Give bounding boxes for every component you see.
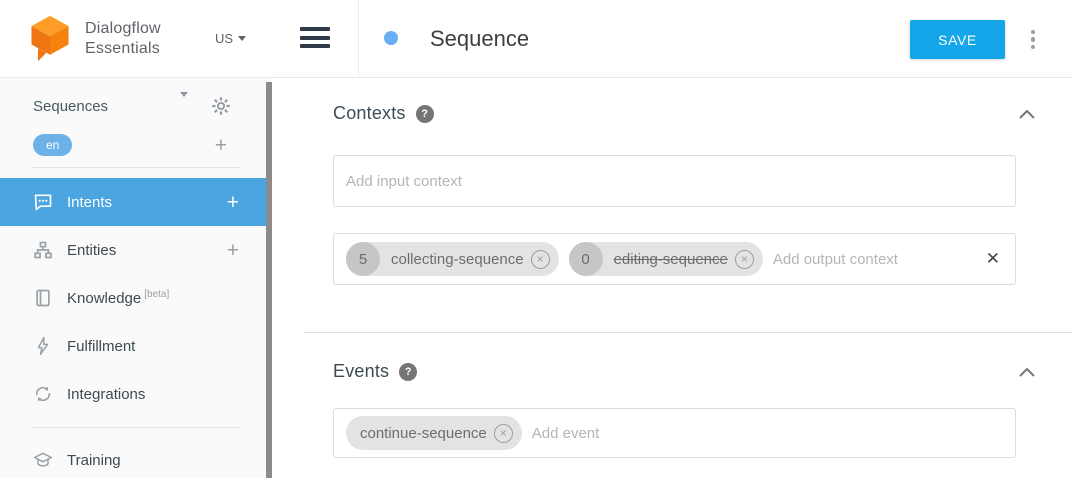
add-entity-button[interactable]: +: [226, 238, 239, 262]
agent-selector[interactable]: Sequences: [0, 88, 260, 124]
output-context-field[interactable]: 5 collecting-sequence × 0 editing-sequen…: [333, 233, 1016, 285]
help-icon[interactable]: ?: [415, 104, 434, 123]
gear-icon[interactable]: [210, 95, 232, 117]
main-header: Sequence SAVE: [272, 0, 1072, 78]
save-button[interactable]: SAVE: [910, 20, 1005, 59]
language-row: en +: [0, 128, 260, 162]
caret-down-icon: [238, 36, 246, 41]
more-options-menu[interactable]: [1027, 28, 1039, 51]
events-heading: Events: [333, 361, 390, 381]
contexts-section-header: Contexts ?: [333, 103, 434, 124]
output-context-input[interactable]: [772, 250, 986, 268]
section-divider: [304, 332, 1072, 333]
event-input[interactable]: [531, 424, 1003, 442]
graduation-cap-icon: [33, 452, 53, 467]
main-panel: Sequence SAVE Contexts ? 5 collecting-se…: [272, 0, 1072, 478]
page-title: Sequence: [430, 26, 530, 51]
sidebar-nav-bottom: Training: [0, 436, 272, 478]
events-field[interactable]: continue-sequence ×: [333, 408, 1016, 458]
book-icon: [36, 289, 50, 307]
sidebar-item-knowledge[interactable]: Knowledge[beta]: [0, 274, 272, 322]
sidebar-item-fulfillment[interactable]: Fulfillment: [0, 322, 272, 370]
context-lifespan[interactable]: 5: [346, 242, 380, 276]
sidebar-item-intents[interactable]: Intents +: [0, 178, 272, 226]
collapse-chevron-icon[interactable]: [1018, 366, 1036, 378]
context-lifespan[interactable]: 0: [568, 242, 603, 276]
region-selector[interactable]: US: [215, 31, 246, 46]
intent-status-dot: [384, 31, 398, 45]
chevron-down-icon[interactable]: [175, 92, 188, 115]
chat-bubble-icon: [34, 194, 52, 211]
input-context-input[interactable]: [346, 172, 1003, 190]
sync-icon: [35, 386, 51, 402]
dialogflow-logo-icon: [31, 15, 69, 61]
events-section-header: Events ?: [333, 361, 418, 382]
lightning-icon: [37, 336, 49, 356]
language-badge[interactable]: en: [33, 134, 73, 156]
event-chip[interactable]: continue-sequence ×: [346, 416, 522, 450]
add-language-button[interactable]: +: [214, 133, 227, 157]
sidebar-scrollbar[interactable]: [266, 82, 272, 478]
sidebar-divider: [33, 167, 240, 168]
remove-context-icon[interactable]: ×: [734, 249, 754, 269]
sitemap-icon: [34, 241, 52, 259]
sidebar-item-entities[interactable]: Entities +: [0, 226, 272, 274]
add-intent-button[interactable]: +: [226, 190, 239, 214]
sidebar-header: Dialogflow Essentials US: [0, 0, 272, 78]
sidebar: Dialogflow Essentials US Sequences: [0, 0, 272, 478]
sidebar-nav: Intents + Entities +: [0, 178, 272, 418]
hamburger-menu-icon[interactable]: [300, 27, 330, 51]
remove-event-icon[interactable]: ×: [493, 423, 513, 443]
collapse-chevron-icon[interactable]: [1018, 108, 1036, 120]
help-icon[interactable]: ?: [399, 362, 418, 381]
contexts-heading: Contexts: [333, 103, 406, 123]
header-divider: [358, 0, 359, 78]
brand-name: Dialogflow Essentials: [85, 19, 161, 57]
sidebar-item-training[interactable]: Training: [0, 436, 272, 478]
output-context-chip[interactable]: 5 collecting-sequence ×: [346, 242, 559, 276]
remove-context-icon[interactable]: ×: [530, 249, 550, 269]
input-context-field[interactable]: [333, 155, 1016, 207]
beta-badge: [beta]: [144, 289, 170, 300]
sidebar-divider: [33, 427, 240, 428]
intent-form: Contexts ? 5 collecting-sequence × 0 edi…: [272, 78, 1072, 478]
output-context-chip[interactable]: 0 editing-sequence ×: [568, 242, 763, 276]
clear-contexts-icon[interactable]: ✕: [985, 249, 1000, 268]
sidebar-item-integrations[interactable]: Integrations: [0, 370, 272, 418]
